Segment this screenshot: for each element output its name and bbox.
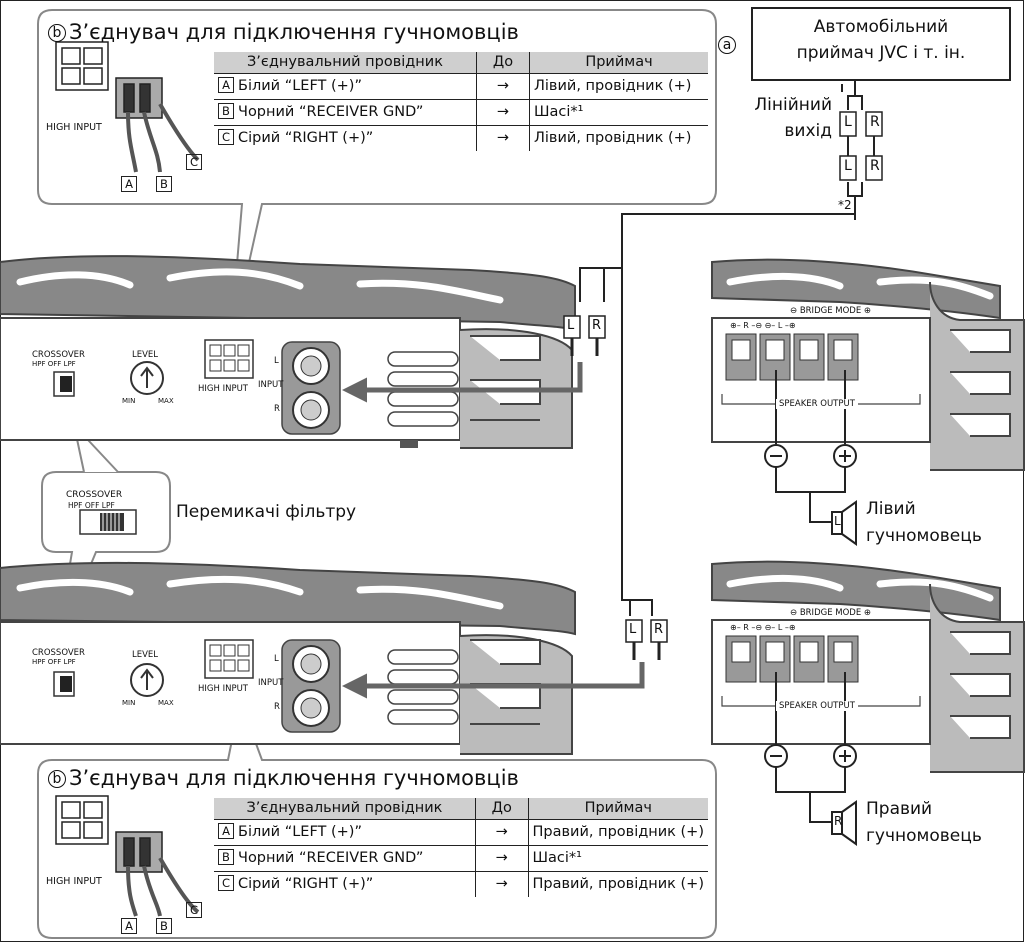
terminal-labels: ⊕– R –⊖ ⊖– L –⊕ bbox=[730, 623, 796, 632]
rca-plugs-top bbox=[563, 315, 606, 356]
connector-label: HIGH INPUT bbox=[46, 122, 102, 133]
plug-r-label: R bbox=[654, 622, 664, 637]
left-speaker-label: Лівий гучномовець bbox=[866, 499, 982, 546]
input-l: L bbox=[274, 356, 279, 366]
crossover-zoom-positions: HPF OFF LPF bbox=[68, 501, 115, 510]
amplifier-right-top bbox=[711, 258, 1025, 471]
amplifier-bottom bbox=[0, 561, 576, 755]
speaker-wiring-right bbox=[764, 672, 857, 846]
receiver-marker: a bbox=[718, 36, 739, 55]
right-speaker-label: Правий гучномовець bbox=[866, 799, 982, 846]
col-wire: З’єднувальний провідник bbox=[214, 52, 477, 74]
wire-tag-c: C bbox=[186, 152, 206, 171]
level-label: LEVEL bbox=[132, 650, 159, 660]
level-max: MAX bbox=[158, 699, 174, 707]
cable-plug-l-label: L bbox=[844, 158, 852, 174]
connector-illustration-top bbox=[55, 41, 200, 173]
input-arrow-top bbox=[342, 362, 583, 403]
footnote-2: *2 bbox=[838, 198, 852, 212]
receiver-plug-r-label: R bbox=[870, 114, 880, 130]
rca-cable bbox=[579, 79, 868, 616]
amplifier-top bbox=[0, 255, 576, 449]
input-r: R bbox=[274, 404, 280, 414]
col-receiver: Приймач bbox=[527, 798, 708, 820]
rca-plugs-bottom bbox=[625, 619, 668, 660]
left-speaker-letter: L bbox=[834, 514, 841, 528]
input-label: INPUT bbox=[258, 380, 284, 390]
plug-l-label: L bbox=[629, 622, 637, 637]
receiver-plug-l-label: L bbox=[844, 114, 852, 130]
cable-plug-r-label: R bbox=[870, 158, 880, 174]
connector-illustration-bottom bbox=[55, 795, 200, 917]
line-out-label: Лінійний вихід bbox=[754, 95, 832, 141]
input-arrow-bottom bbox=[342, 662, 645, 699]
input-label: INPUT bbox=[258, 678, 284, 688]
connector-label: HIGH INPUT bbox=[46, 876, 102, 887]
callout-marker-b: b bbox=[48, 24, 66, 42]
level-label: LEVEL bbox=[132, 350, 159, 360]
amplifier-right-bottom bbox=[711, 560, 1025, 773]
wire-tag-a: A bbox=[121, 916, 141, 935]
rca-plugs-receiver bbox=[839, 111, 883, 181]
bridge-mode-label: ⊖ BRIDGE MODE ⊕ bbox=[790, 608, 872, 618]
col-receiver: Приймач bbox=[529, 52, 708, 74]
speaker-wiring-left bbox=[764, 370, 857, 546]
speaker-output-label: SPEAKER OUTPUT bbox=[776, 399, 858, 409]
wire-tag-c: C bbox=[186, 900, 206, 919]
col-wire: З’єднувальний провідник bbox=[214, 798, 476, 820]
col-to: До bbox=[476, 52, 530, 74]
callout-marker-b: b bbox=[48, 770, 66, 788]
receiver-box bbox=[751, 7, 1011, 81]
crossover-label: CROSSOVER bbox=[32, 350, 85, 360]
plug-l-label: L bbox=[567, 318, 575, 333]
wire-tag-b: B bbox=[156, 174, 176, 193]
col-to: До bbox=[474, 798, 528, 820]
level-max: MAX bbox=[158, 397, 174, 405]
level-min: MIN bbox=[122, 699, 136, 707]
crossover-positions: HPF OFF LPF bbox=[32, 360, 76, 368]
crossover-label: CROSSOVER bbox=[32, 648, 85, 658]
crossover-positions: HPF OFF LPF bbox=[32, 658, 76, 666]
wire-tag-b: B bbox=[156, 916, 176, 935]
filter-switch-label: Перемикачі фільтру bbox=[176, 502, 357, 522]
input-l: L bbox=[274, 654, 279, 664]
speaker-output-label: SPEAKER OUTPUT bbox=[776, 701, 858, 711]
bridge-mode-label: ⊖ BRIDGE MODE ⊕ bbox=[790, 306, 872, 316]
input-r: R bbox=[274, 702, 280, 712]
wire-tag-a: A bbox=[121, 174, 141, 193]
terminal-labels: ⊕– R –⊖ ⊖– L –⊕ bbox=[730, 321, 796, 330]
high-input-label: HIGH INPUT bbox=[198, 684, 248, 694]
high-input-label: HIGH INPUT bbox=[198, 384, 248, 394]
crossover-zoom-label: CROSSOVER bbox=[66, 490, 123, 500]
level-min: MIN bbox=[122, 397, 136, 405]
plug-r-label: R bbox=[592, 318, 602, 333]
right-speaker-letter: R bbox=[834, 814, 843, 828]
receiver-name: Автомобільний приймач JVC і т. ін. bbox=[796, 17, 966, 63]
